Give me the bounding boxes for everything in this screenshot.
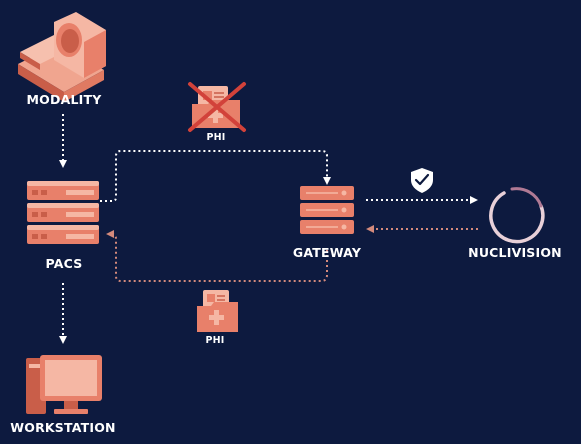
- phi-document-icon: [197, 290, 238, 332]
- gateway-server-icon: [300, 186, 354, 234]
- server-rack-icon: [27, 181, 99, 244]
- phi-allowed-label: PHI: [205, 335, 225, 346]
- workstation-monitor-icon: [26, 355, 102, 414]
- nuclivision-logo-icon: [489, 187, 545, 244]
- phi-document-crossed-icon: [188, 82, 246, 132]
- node-label-modality: MODALITY: [26, 92, 102, 107]
- node-label-workstation: WORKSTATION: [10, 420, 116, 435]
- phi-blocked-label: PHI: [206, 132, 226, 143]
- shield-check-icon: [411, 168, 433, 193]
- node-label-nuclivision: NUCLIVISION: [468, 245, 562, 260]
- node-label-gateway: GATEWAY: [292, 245, 362, 260]
- node-label-pacs: PACS: [45, 256, 83, 271]
- mri-scanner-icon: [18, 12, 106, 102]
- connector-pacs-to-gateway: [100, 150, 331, 202]
